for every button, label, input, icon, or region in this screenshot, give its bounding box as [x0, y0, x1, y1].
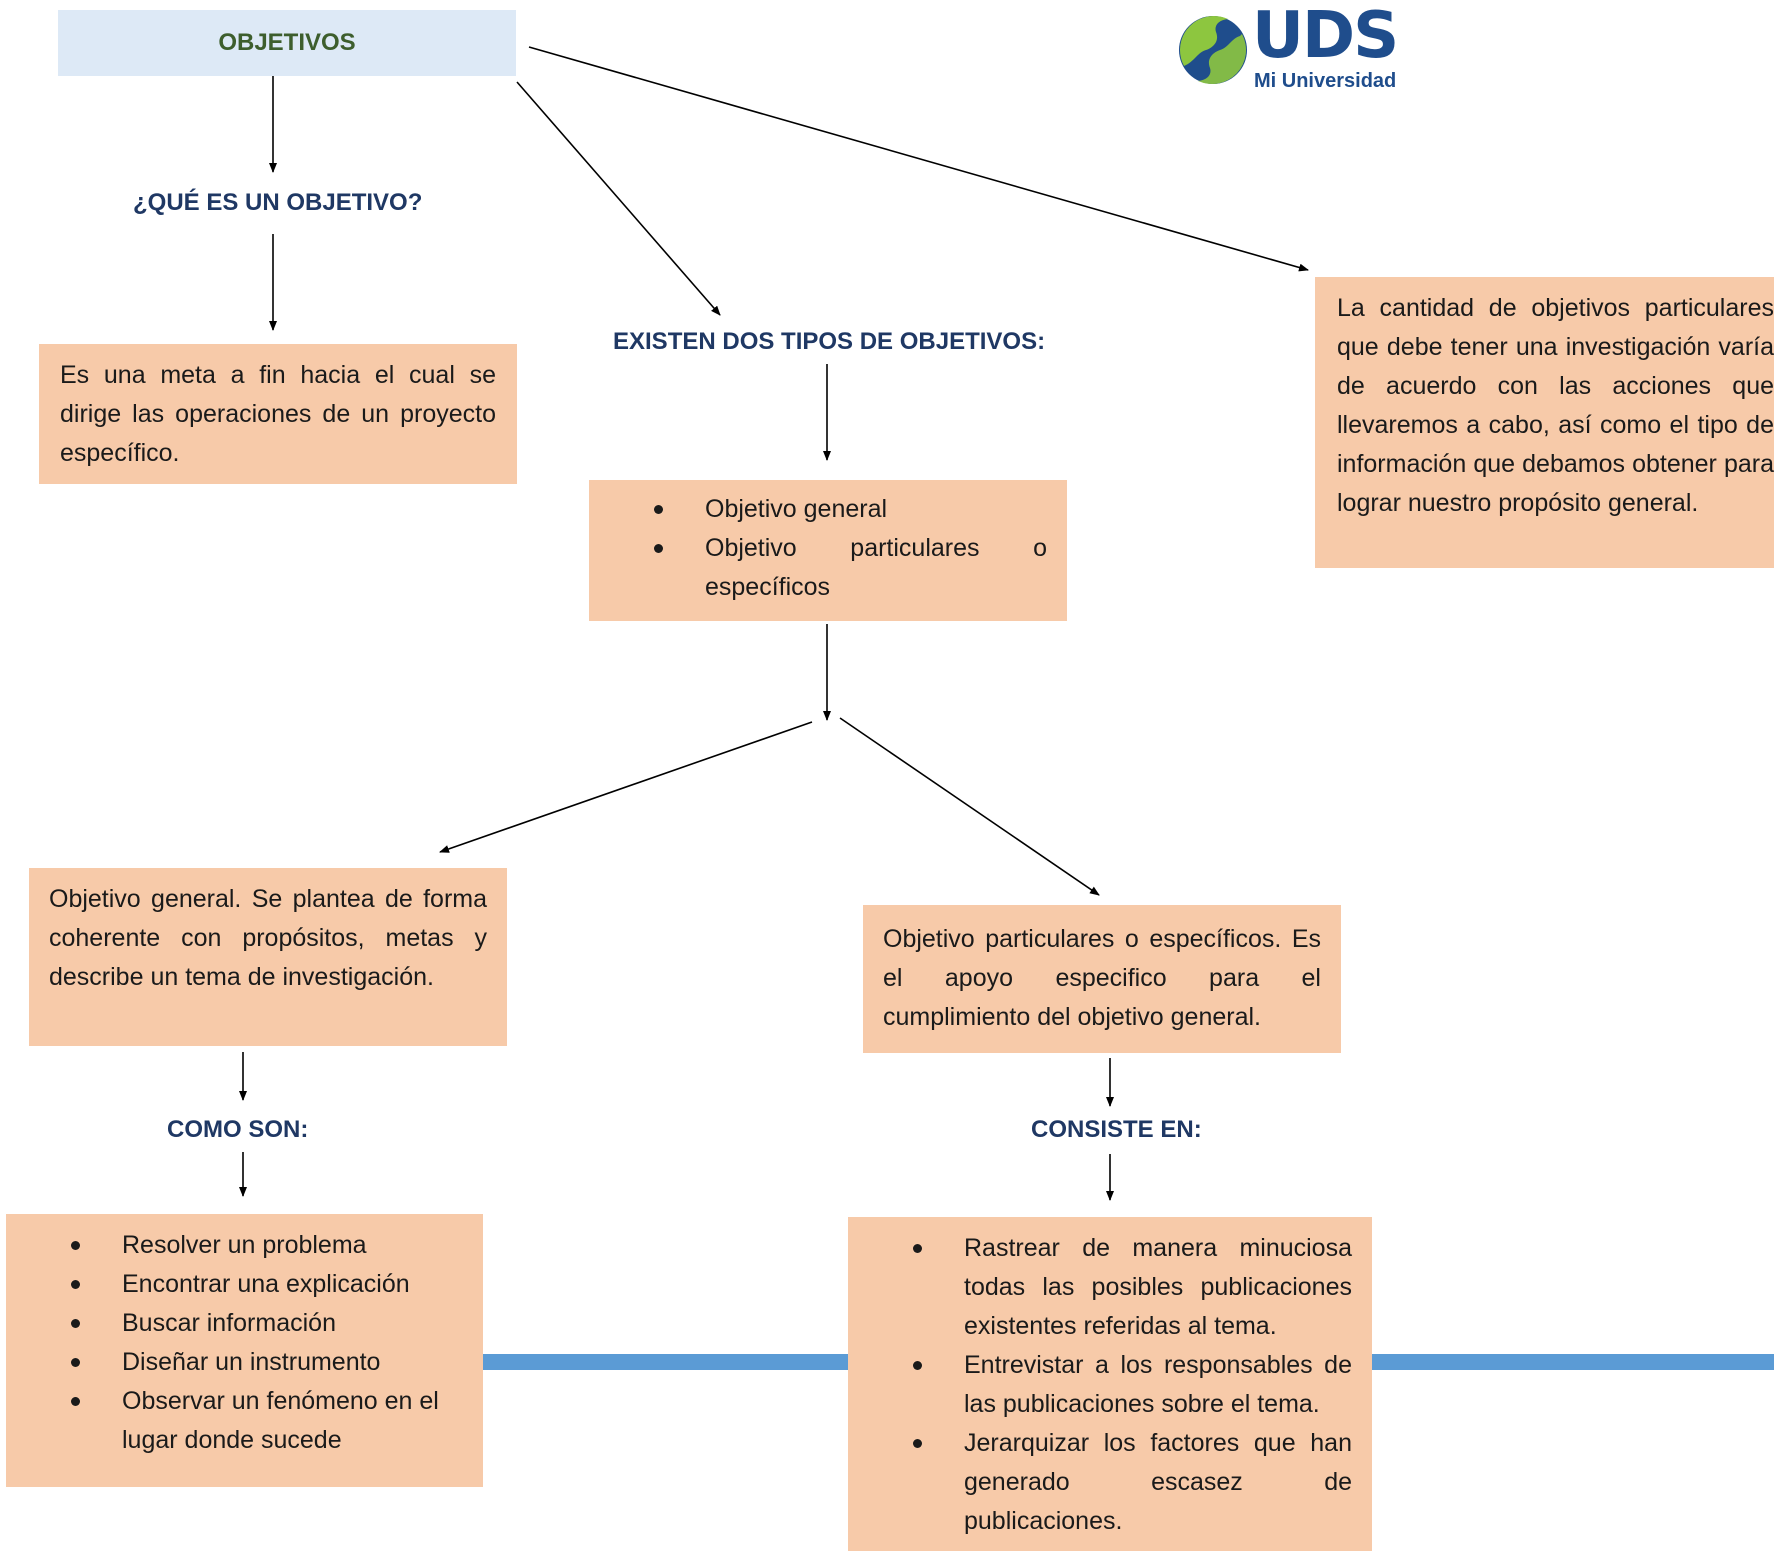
arrow-title-to-note — [528, 46, 1309, 272]
list-item: Objetivo general — [589, 490, 1047, 529]
quantity-note-box: La cantidad de objetivos particulares qu… — [1315, 277, 1774, 568]
specific-objective-text: Objetivo particulares o específicos. Es … — [883, 925, 1321, 1031]
logo-subtitle: Mi Universidad — [1254, 70, 1397, 92]
quantity-note-text: La cantidad de objetivos particulares qu… — [1337, 294, 1774, 517]
heading-what-is: ¿QUÉ ES UN OBJETIVO? — [133, 189, 423, 216]
list-item: Buscar información — [6, 1304, 463, 1343]
definition-box: Es una meta a fin hacia el cual se dirig… — [39, 344, 517, 484]
uds-logo-icon — [1179, 15, 1247, 85]
arrow-title-to-types — [516, 81, 721, 316]
como-son-list: Resolver un problema Encontrar una expli… — [6, 1226, 463, 1460]
consiste-en-box: Rastrear de manera minuciosa todas las p… — [848, 1217, 1372, 1551]
como-son-box: Resolver un problema Encontrar una expli… — [6, 1214, 483, 1487]
definition-text: Es una meta a fin hacia el cual se dirig… — [60, 361, 496, 467]
list-item: Observar un fenómeno en el lugar donde s… — [6, 1382, 463, 1460]
general-objective-box: Objetivo general. Se plantea de forma co… — [29, 868, 507, 1046]
types-box: Objetivo general Objetivo particulares o… — [589, 480, 1067, 621]
uds-logo: UDS Mi Universidad — [1176, 0, 1416, 96]
heading-como-son: COMO SON: — [167, 1116, 309, 1143]
heading-types: EXISTEN DOS TIPOS DE OBJETIVOS: — [613, 328, 1046, 355]
specific-objective-box: Objetivo particulares o específicos. Es … — [863, 905, 1341, 1053]
blue-band-right — [1372, 1354, 1774, 1370]
list-item: Entrevistar a los responsables de las pu… — [848, 1346, 1352, 1424]
list-item: Rastrear de manera minuciosa todas las p… — [848, 1229, 1352, 1346]
diagram-title: OBJETIVOS — [218, 29, 356, 56]
list-item: Diseñar un instrumento — [6, 1343, 463, 1382]
list-item: Jerarquizar los factores que han generad… — [848, 1424, 1352, 1541]
list-item: Encontrar una explicación — [6, 1265, 463, 1304]
blue-band-left — [482, 1354, 848, 1370]
list-item: Resolver un problema — [6, 1226, 463, 1265]
arrow-split-to-general — [439, 721, 813, 853]
logo-wordmark: UDS — [1252, 0, 1399, 73]
types-list: Objetivo general Objetivo particulares o… — [589, 490, 1047, 607]
title-box: OBJETIVOS — [58, 10, 516, 76]
general-objective-text: Objetivo general. Se plantea de forma co… — [49, 885, 487, 991]
heading-consiste-en: CONSISTE EN: — [1031, 1116, 1202, 1143]
arrow-split-to-specific — [839, 717, 1100, 896]
list-item: Objetivo particulares o específicos — [589, 529, 1047, 607]
consiste-list: Rastrear de manera minuciosa todas las p… — [848, 1229, 1352, 1541]
